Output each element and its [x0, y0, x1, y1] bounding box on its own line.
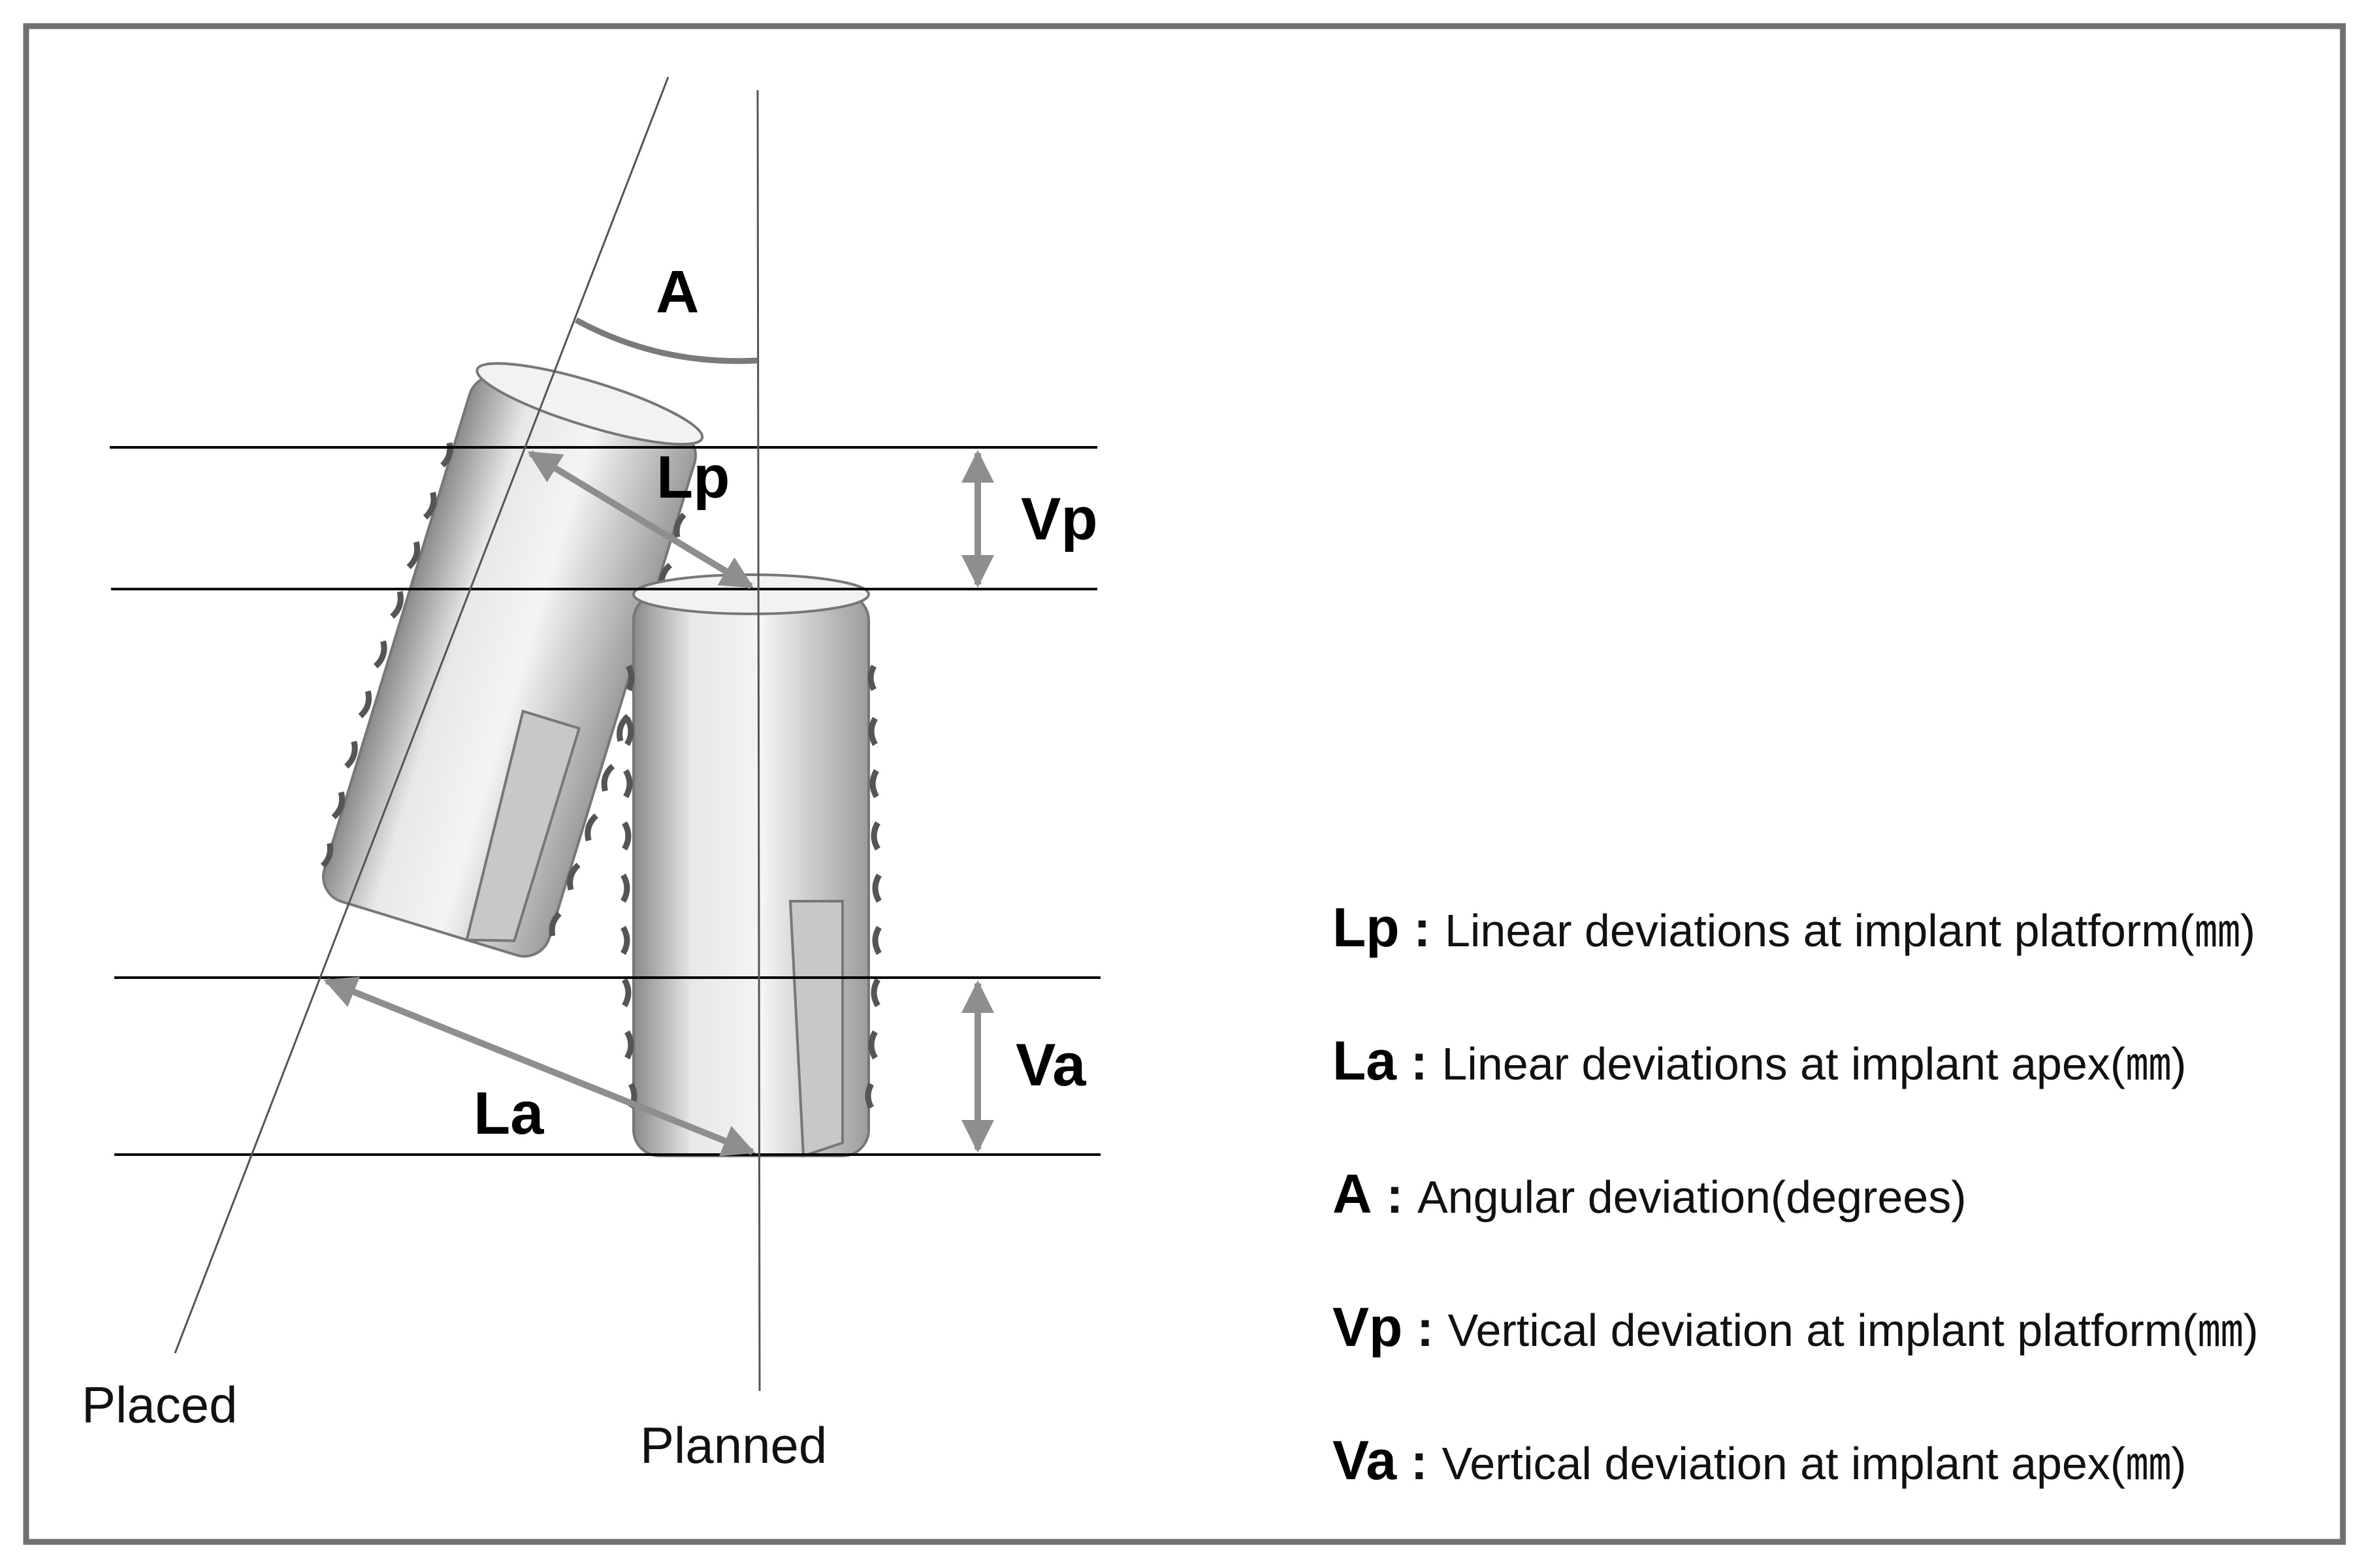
- angle-label: A: [656, 259, 699, 325]
- legend-item-lp: Lp : Linear deviations at implant platfo…: [1332, 895, 2338, 1028]
- la-label: La: [474, 1080, 544, 1147]
- legend-item-vp: Vp : Vertical deviation at implant platf…: [1332, 1294, 2338, 1428]
- va-label: Va: [1016, 1032, 1086, 1098]
- legend-term: A: [1332, 1163, 1372, 1224]
- legend: Lp : Linear deviations at implant platfo…: [1332, 895, 2338, 1561]
- legend-description: Vertical deviation at implant platform(㎜…: [1447, 1305, 2259, 1356]
- planned-label: Planned: [640, 1416, 827, 1474]
- legend-term: Va: [1332, 1430, 1397, 1491]
- figure-border: [23, 23, 2346, 1545]
- legend-term: La: [1332, 1030, 1397, 1091]
- placed-axis: [174, 76, 669, 1354]
- legend-description: Vertical deviation at implant apex(㎜): [1442, 1438, 2187, 1489]
- legend-separator: :: [1396, 1433, 1442, 1490]
- la-arrow: [323, 976, 756, 1157]
- legend-term: Vp: [1332, 1296, 1403, 1358]
- legend-description: Linear deviations at implant apex(㎜): [1442, 1038, 2187, 1089]
- planned-implant: [620, 573, 882, 1158]
- lp-label: Lp: [656, 444, 730, 511]
- legend-separator: :: [1396, 1033, 1442, 1091]
- legend-term: Lp: [1332, 897, 1400, 958]
- lp-arrow: [527, 450, 754, 590]
- vp-label: Vp: [1021, 486, 1098, 552]
- placed-label: Placed: [82, 1376, 238, 1433]
- legend-description: Angular deviation(degrees): [1417, 1172, 1967, 1223]
- legend-separator: :: [1402, 1300, 1448, 1357]
- legend-item-la: La : Linear deviations at implant apex(㎜…: [1332, 1028, 2338, 1161]
- legend-separator: :: [1399, 900, 1445, 957]
- planned-axis: [756, 89, 761, 1392]
- legend-separator: :: [1372, 1166, 1417, 1224]
- legend-item-a: A : Angular deviation(degrees): [1332, 1161, 2338, 1294]
- legend-item-va: Va : Vertical deviation at implant apex(…: [1332, 1428, 2338, 1561]
- angle-arc: [574, 317, 758, 364]
- legend-description: Linear deviations at implant platform(㎜): [1444, 905, 2256, 956]
